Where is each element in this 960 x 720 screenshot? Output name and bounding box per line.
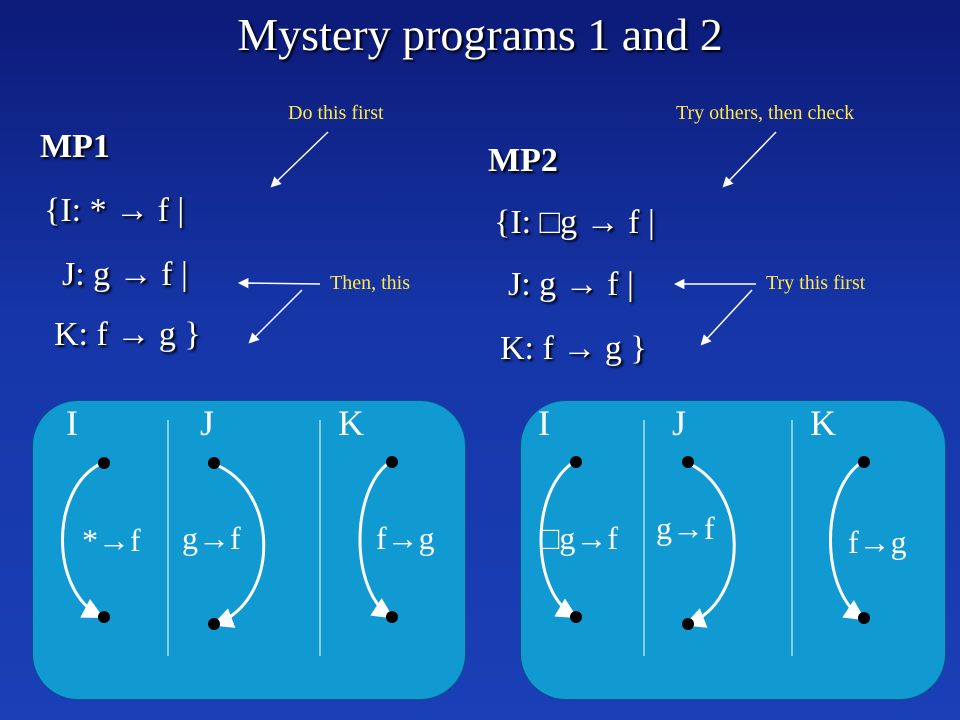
mp2-rule-j: J: g → f |	[508, 266, 634, 303]
panel2-node-k-bottom	[858, 612, 870, 624]
panel2-node-i-bottom	[570, 611, 582, 623]
panel1-node-i-bottom	[98, 611, 110, 623]
note-mp1-do-this-first: Do this first	[288, 102, 384, 124]
panel2-node-i-top	[570, 456, 582, 468]
panel2-edge-k: f→g	[848, 524, 907, 560]
mp2-rule-k: K: f → g }	[500, 330, 647, 367]
note-mp1-then-this: Then, this	[330, 272, 410, 294]
arrow-then-this-j	[237, 277, 321, 289]
panel2-label-i: I	[538, 403, 550, 443]
mp2-rule-i: {I: □g → f |	[494, 204, 655, 241]
panel1-node-j-bottom	[208, 618, 220, 630]
panel2-edge-j: g→f	[656, 510, 715, 546]
panel1-edge-k: f→g	[376, 520, 435, 556]
mp1-rule-j: J: g → f |	[62, 256, 188, 293]
panel1-curve-k	[358, 460, 394, 619]
panel2-label-j: J	[672, 403, 687, 443]
panel1-label-i: I	[66, 403, 78, 443]
slide-title: Mystery programs 1 and 2	[237, 9, 723, 60]
panel2-curve-j	[684, 460, 736, 628]
arrow-do-this-first	[270, 131, 329, 188]
mp2-heading: MP2	[488, 142, 558, 179]
mp1-rule-i: {I: * → f |	[44, 192, 185, 229]
panel2-curve-i	[539, 460, 578, 619]
panel2-node-j-top	[682, 456, 694, 468]
panel1-node-k-top	[386, 456, 398, 468]
panel1-node-i-top	[98, 457, 110, 469]
panel1-curve-i	[61, 462, 104, 618]
arrow-try-this-first-k	[700, 289, 753, 346]
panel1-curve-j	[212, 462, 266, 628]
mp1-heading: MP1	[40, 128, 110, 165]
panel1-node-j-top	[208, 457, 220, 469]
panel1-edge-j: g→f	[182, 520, 241, 556]
note-mp2-try-this-first: Try this first	[766, 272, 866, 294]
diagram-panel-mp1	[32, 400, 466, 700]
arrow-then-this-k	[248, 289, 303, 344]
panel2-edge-i: □g→f	[540, 520, 618, 556]
mp1-rule-k: K: f → g }	[54, 316, 201, 353]
panel1-label-j: J	[200, 403, 215, 443]
panel1-node-k-bottom	[386, 611, 398, 623]
note-mp2-try-others-then-check: Try others, then check	[676, 102, 855, 124]
panel2-curve-k	[829, 460, 866, 621]
panel2-node-j-bottom	[682, 618, 694, 630]
arrow-try-others-then-check	[722, 131, 777, 188]
panel2-node-k-top	[858, 456, 870, 468]
panel2-label-k: K	[810, 403, 836, 443]
panel1-edge-i: *→f	[82, 522, 141, 558]
panel1-label-k: K	[338, 403, 364, 443]
